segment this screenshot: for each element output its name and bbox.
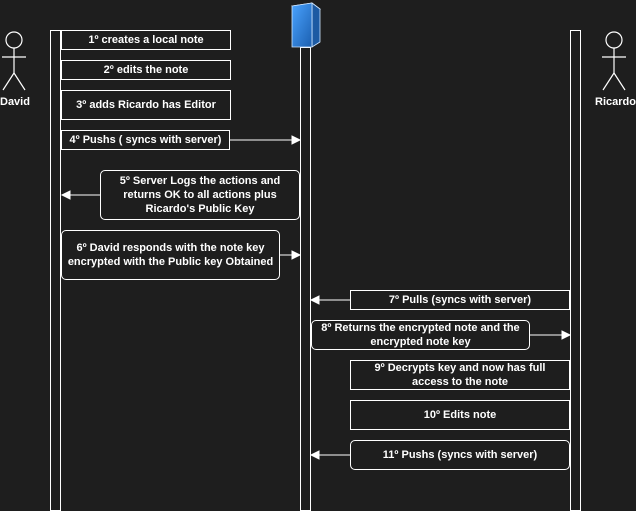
message-1: 1º creates a local note <box>61 30 231 50</box>
david-stick-figure-icon <box>2 31 26 91</box>
message-4: 4º Pushs ( syncs with server) <box>61 130 230 150</box>
message-10: 10º Edits note <box>350 400 570 430</box>
message-6: 6º David responds with the note key encr… <box>61 230 280 280</box>
arrow-5-to-david <box>60 190 100 200</box>
actor-label-ricardo: Ricardo <box>595 96 636 108</box>
message-2: 2º edits the note <box>61 60 231 80</box>
message-9: 9º Decrypts key and now has full access … <box>350 360 570 390</box>
arrow-11-to-server <box>309 450 350 460</box>
ricardo-stick-figure-icon <box>602 31 626 91</box>
message-11: 11º Pushs (syncs with server) <box>350 440 570 470</box>
message-8: 8º Returns the encrypted note and the en… <box>311 320 530 350</box>
actor-label-david: David <box>0 96 30 108</box>
arrow-7-to-server <box>309 295 350 305</box>
arrow-4-to-server <box>230 135 302 145</box>
arrow-8-to-ricardo <box>530 330 572 340</box>
message-5: 5º Server Logs the actions and returns O… <box>100 170 300 220</box>
message-3: 3º adds Ricardo has Editor <box>61 90 231 120</box>
arrow-6-to-server <box>280 250 302 260</box>
server-icon <box>290 2 322 48</box>
message-7: 7º Pulls (syncs with server) <box>350 290 570 310</box>
